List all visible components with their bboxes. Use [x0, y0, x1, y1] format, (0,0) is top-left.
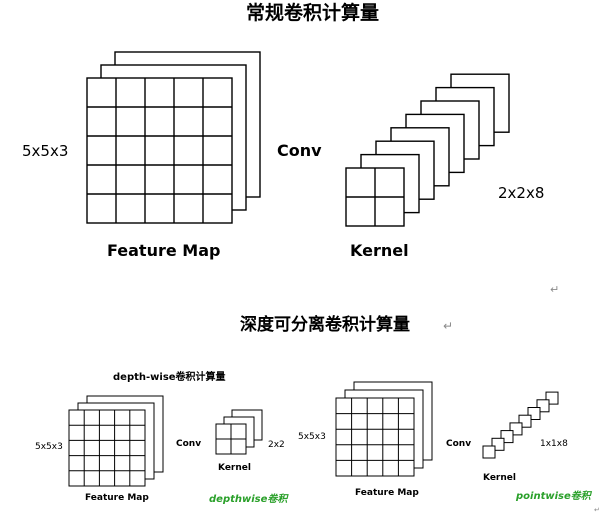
dw-kernel-label: Kernel	[218, 463, 251, 473]
pointwise-caption: pointwise卷积	[516, 491, 591, 502]
top-kernel-dims: 2x2x8	[498, 184, 545, 202]
pw-kernel-label: Kernel	[483, 473, 516, 483]
pw-kernel-dims: 1x1x8	[540, 439, 568, 449]
dw-kernel-dims: 2x2	[268, 440, 285, 450]
top-conv-label: Conv	[277, 141, 322, 160]
depthwise-subtitle: depth-wise卷积计算量	[113, 372, 226, 383]
top-title: 常规卷积计算量	[246, 2, 380, 24]
top-input-dims: 5x5x3	[22, 142, 69, 160]
pw-feature-map-label: Feature Map	[355, 488, 419, 498]
dw-feature-map-label: Feature Map	[85, 493, 149, 503]
top-kernel-label: Kernel	[350, 241, 409, 260]
dw-conv-label: Conv	[176, 439, 202, 449]
pw-kernel-front-grid	[482, 445, 496, 459]
dw-input-dims: 5x5x3	[35, 442, 63, 452]
bottom-title: 深度可分离卷积计算量	[240, 315, 410, 335]
pw-input-dims: 5x5x3	[298, 432, 326, 442]
dw-feature-map-front-grid	[68, 409, 146, 487]
pw-feature-map-front-grid	[335, 397, 415, 477]
depthwise-caption: depthwise卷积	[209, 494, 288, 505]
corner-mark: ↵	[594, 506, 600, 514]
bottom-title-mark: ↵	[443, 319, 454, 333]
top-feature-map-front-grid	[86, 77, 233, 224]
return-mark: ↵	[550, 283, 560, 296]
pw-conv-label: Conv	[446, 439, 472, 449]
top-feature-map-label: Feature Map	[107, 241, 221, 260]
